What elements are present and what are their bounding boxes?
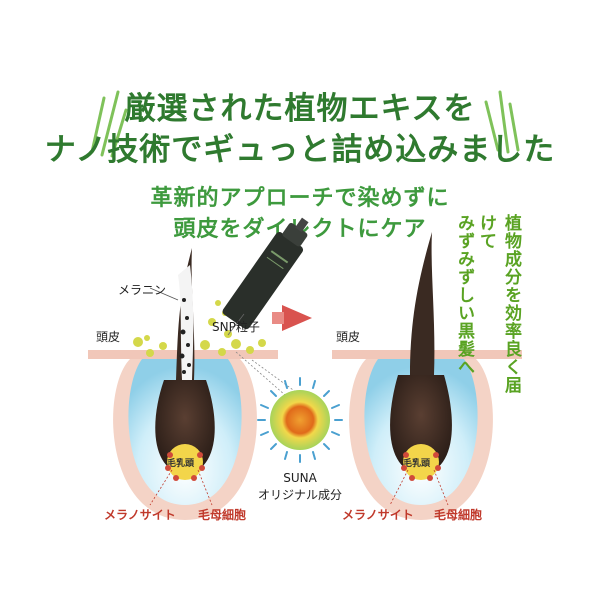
left-scalp-label: 頭皮 — [96, 330, 121, 344]
right-papilla-label: 毛乳頭 — [403, 459, 431, 469]
right-matrix-label: 毛母細胞 — [434, 508, 483, 522]
suna-label: SUNA — [283, 471, 317, 485]
right-hair — [390, 232, 452, 475]
left-hair — [155, 248, 215, 475]
snp-label: SNP粒子 — [212, 320, 260, 334]
suna-particle — [235, 351, 343, 463]
left-melanocyte-label: メラノサイト — [104, 508, 176, 522]
caption-column-1: 植物成分を効率良く届けて — [476, 214, 521, 394]
left-papilla — [165, 444, 205, 481]
right-melanocyte-label: メラノサイト — [342, 508, 414, 522]
snp-leader-line — [227, 313, 245, 336]
left-matrix-label: 毛母細胞 — [198, 508, 247, 522]
headline-line-1: 厳選された植物エキスを — [124, 91, 476, 127]
progress-arrow — [272, 305, 312, 331]
caption-column-2: みずみずしい黒髪へ — [454, 214, 474, 376]
leader-lines — [149, 469, 449, 506]
melanin-leader-line — [149, 287, 179, 301]
right-scalp-label: 頭皮 — [336, 330, 361, 344]
spray-bottle — [222, 217, 309, 330]
suna-original-label: オリジナル成分 — [257, 488, 342, 502]
subheadline-line-1: 革新的アプローチで染めずに — [150, 186, 450, 211]
left-papilla-label: 毛乳頭 — [167, 459, 195, 469]
right-papilla — [401, 444, 441, 481]
headline-line-2: ナノ技術でギュっと詰め込みました — [44, 132, 556, 168]
melanin-label: メラニン — [118, 283, 167, 297]
